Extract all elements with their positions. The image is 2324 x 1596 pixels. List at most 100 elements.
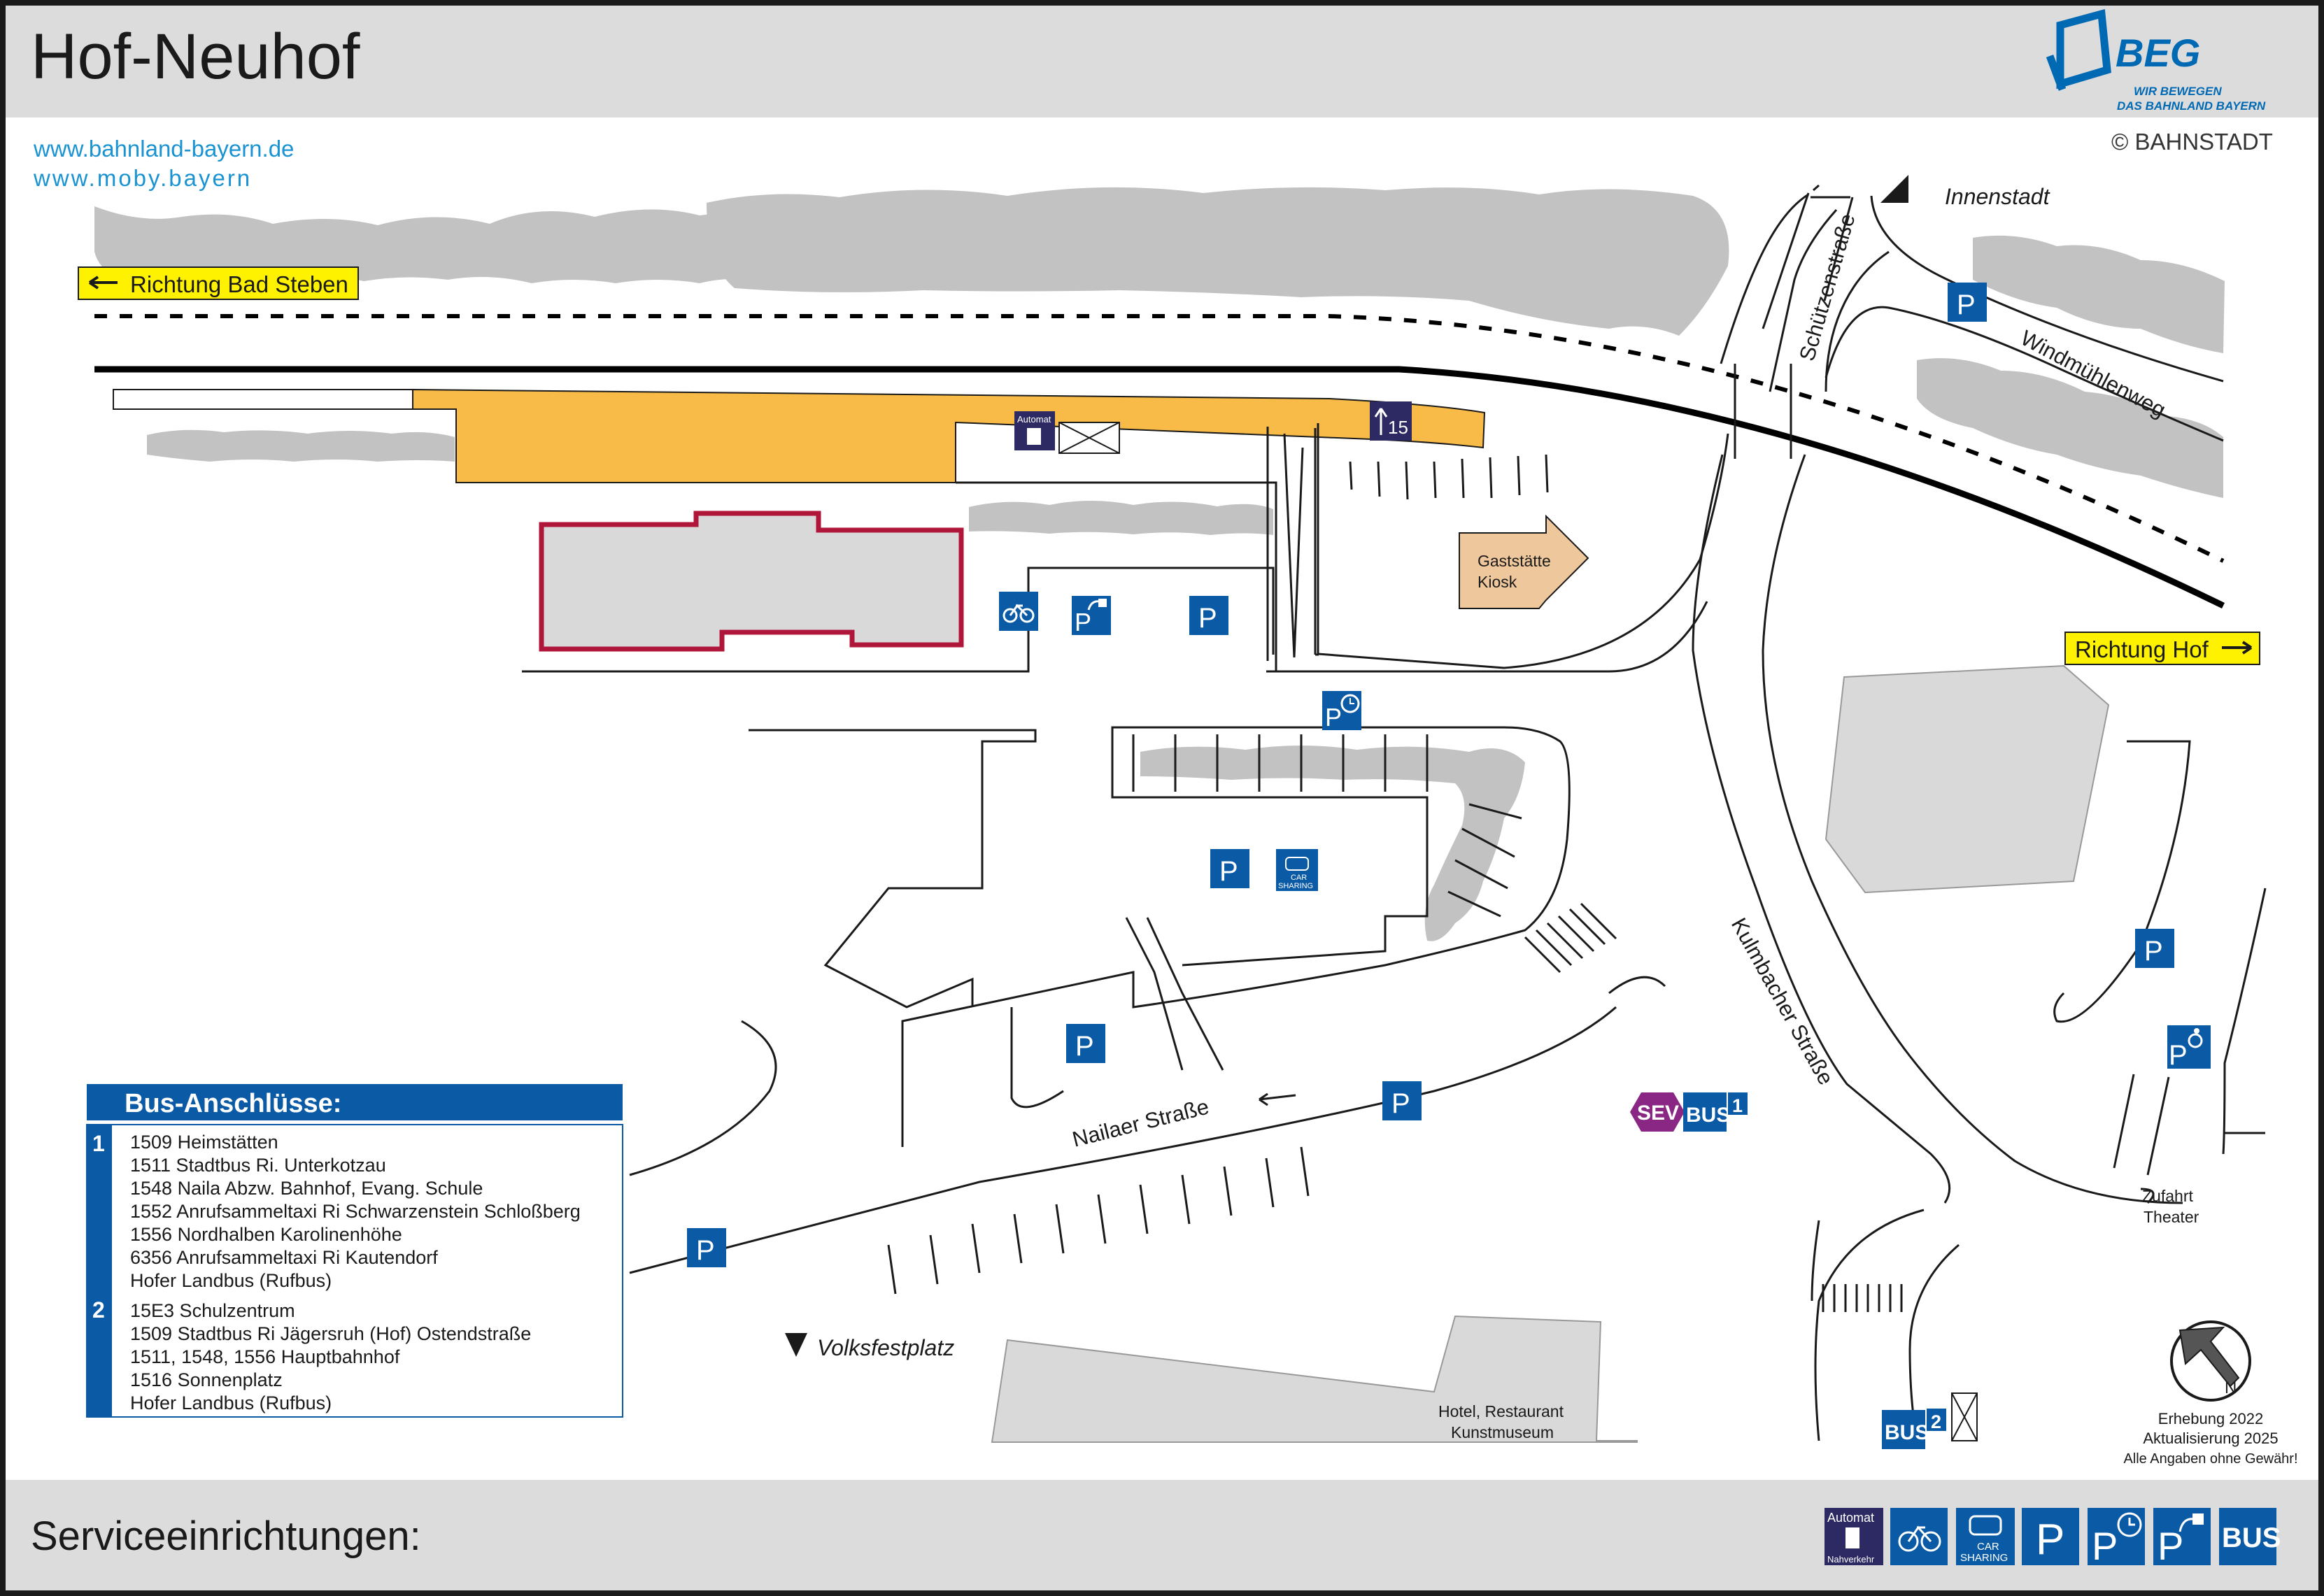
svg-text:BUS: BUS [2222,1523,2281,1553]
parking-icon[interactable]: P [1948,283,1987,322]
service-icons: Automat Nahverkehr CAR SHARING P P [1825,1508,2281,1568]
track-dashed [94,314,2225,563]
bus-stop-2[interactable]: BUS 2 [1882,1392,1978,1449]
svg-text:P: P [1219,856,1238,887]
parking-icon[interactable]: P [2022,1508,2079,1565]
gaststaette-label: Gaststätte [1478,552,1551,570]
road-line [1825,306,2224,442]
bus-icon [1882,1410,1925,1449]
short-term-parking-icon[interactable]: P [1322,691,1361,732]
kunstmuseum-label: Kunstmuseum [1451,1423,1554,1441]
ev-charging-parking-icon[interactable]: P [1072,596,1111,636]
parking-stalls-north [1132,734,1522,918]
ev-charging-parking-icon[interactable]: P [2153,1508,2211,1568]
bus-stop-number-2: 2 [1931,1411,1941,1432]
ticket-machine-icon[interactable]: Automat Nahverkehr [1825,1508,1883,1565]
tree-row-platform-west [147,429,455,462]
svg-text:P: P [696,1235,715,1266]
svg-text:CAR: CAR [1977,1541,1999,1553]
disabled-parking-icon[interactable]: P [2167,1025,2211,1071]
road-network [522,184,2267,1441]
svg-text:Automat: Automat [1827,1511,1874,1525]
bicycle-parking-icon[interactable] [999,592,1038,631]
parking-icon[interactable]: P [1189,596,1228,635]
parking-stalls-south [887,1146,1310,1295]
bus-icon [1683,1092,1727,1132]
link-moby-bayern[interactable]: www.moby.bayern [33,165,252,191]
survey-year: Erhebung 2022 [2158,1410,2263,1427]
bus-connections-stop-2: 2 [92,1297,105,1323]
parking-icon[interactable]: P [687,1228,726,1267]
hotel-area [991,1315,1638,1443]
survey-update: Aktualisierung 2025 [2143,1430,2278,1447]
road-line [956,481,1277,671]
svg-text:BUS: BUS [1686,1104,1730,1127]
parking-stalls [1349,454,1549,500]
shelter [1058,422,1120,454]
ticket-machine-label: Automat [1017,414,1051,425]
bus-line: Hofer Landbus (Rufbus) [130,1270,332,1291]
bus-stop-number-1: 1 [1732,1095,1743,1116]
bus-line: 6356 Anrufsammeltaxi Ri Kautendorf [130,1247,438,1268]
bus-line: 1516 Sonnenplatz [130,1369,283,1390]
road-line [2053,740,2191,1023]
parking-icon[interactable]: P [2135,929,2174,968]
road-line [2113,1074,2170,1176]
tree-row-north [707,187,1729,336]
bus-connections-panel: Bus-Anschlüsse: 1 2 1509 Heimstätten 151… [86,1084,623,1418]
direction-triangle-icon [1880,175,1908,203]
direction-bad-steben-label: Richtung Bad Steben [130,271,348,297]
tree-rows [94,187,2225,941]
tree-row-windmuehlenweg-south [1917,358,2223,498]
kiosk-label: Kiosk [1478,573,1517,591]
svg-text:P: P [1957,290,1976,320]
svg-text:SHARING: SHARING [1278,882,1313,890]
parking-icon[interactable]: P [1066,1024,1105,1063]
arrow-up-icon [1374,408,1388,435]
bus-stop-icon[interactable]: BUS [2219,1508,2281,1565]
theater-area [1825,664,2110,894]
link-bahnland-bayern[interactable]: www.bahnland-bayern.de [33,136,294,162]
parking-icon[interactable]: P [1382,1081,1422,1120]
rail-crossing [1734,364,1792,459]
arrow-left-icon [88,276,118,290]
road-line [1266,601,1708,673]
road-line [522,567,1275,673]
road-line [1266,427,1304,661]
svg-text:CAR: CAR [1291,874,1307,882]
tree-row-middle [969,501,1273,535]
platform-white-section [113,389,413,410]
sev-bus-stop-1[interactable]: SEV BUS 1 [1630,1092,1748,1132]
bus-line: 1548 Naila Abzw. Bahnhof, Evang. Schule [130,1178,483,1199]
road-line [1317,423,1729,669]
bus-connections-title: Bus-Anschlüsse: [125,1089,341,1118]
direction-hof: Richtung Hof [2064,632,2260,665]
platform-number: 15 [1388,417,1408,438]
bus-connections-stop-1: 1 [92,1131,105,1156]
compass: N [2170,1320,2251,1402]
zufahrt-label: Zufahrt [2142,1187,2193,1205]
parking-icon[interactable]: P [1210,849,1249,888]
direction-triangle-icon [785,1333,807,1357]
svg-text:P: P [1075,1031,1094,1062]
direction-hof-label: Richtung Hof [2075,636,2209,662]
beg-logo-mark-foot-icon [2046,55,2067,91]
road-line [1125,917,1224,1071]
bus-line: 15E3 Schulzentrum [130,1300,295,1321]
road-line [2140,1188,2155,1204]
car-sharing-icon[interactable]: CAR SHARING [1276,849,1318,891]
short-term-parking-icon[interactable]: P [2088,1508,2145,1568]
compass-north-label: N [2225,1378,2237,1397]
bicycle-parking-icon[interactable] [1890,1508,1948,1565]
svg-text:P: P [1075,608,1091,636]
car-sharing-icon[interactable]: CAR SHARING [1956,1508,2015,1565]
tree-row-parking [1140,746,1525,941]
beg-logo-text: BEG [2116,31,2200,75]
svg-text:Nahverkehr: Nahverkehr [1827,1554,1875,1565]
road-line [629,1020,777,1176]
road-line [1720,184,1820,364]
svg-text:BUS: BUS [1885,1421,1929,1444]
ticket-machine-icon [1027,428,1041,445]
